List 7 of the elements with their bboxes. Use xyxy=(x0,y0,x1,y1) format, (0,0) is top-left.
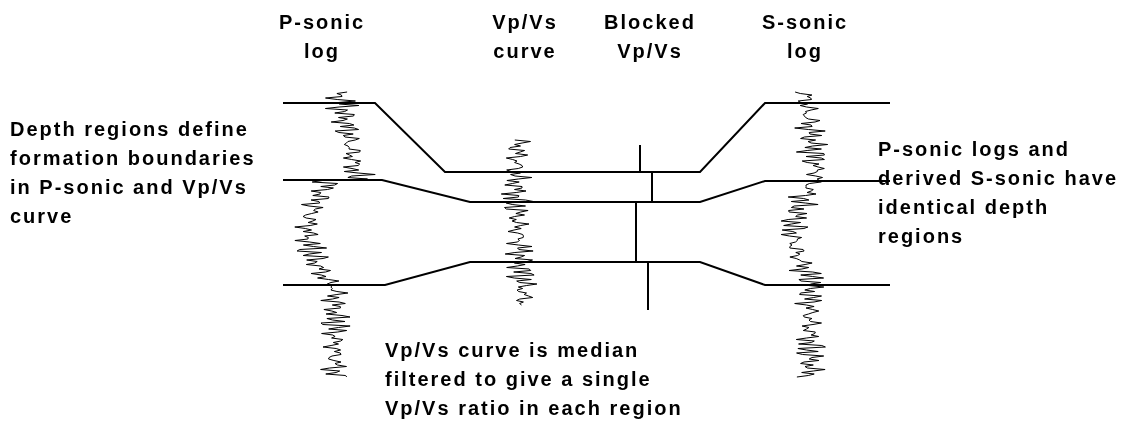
annotation-text: Vp/Vs curve is median filtered to give a single Vp/Vs ratio in each region xyxy=(385,338,684,421)
annotation-text: P-sonic logs and derived S-sonic have identical depth regions xyxy=(878,137,1120,249)
column-heading: S-sonic log xyxy=(760,10,850,64)
column-heading: Vp/Vs curve xyxy=(491,10,559,64)
annotation-text: Depth regions define formation boundaries in P-sonic and Vp/Vs curve xyxy=(10,117,257,229)
column-heading: Blocked Vp/Vs xyxy=(603,10,697,64)
column-heading: P-sonic log xyxy=(277,10,367,64)
